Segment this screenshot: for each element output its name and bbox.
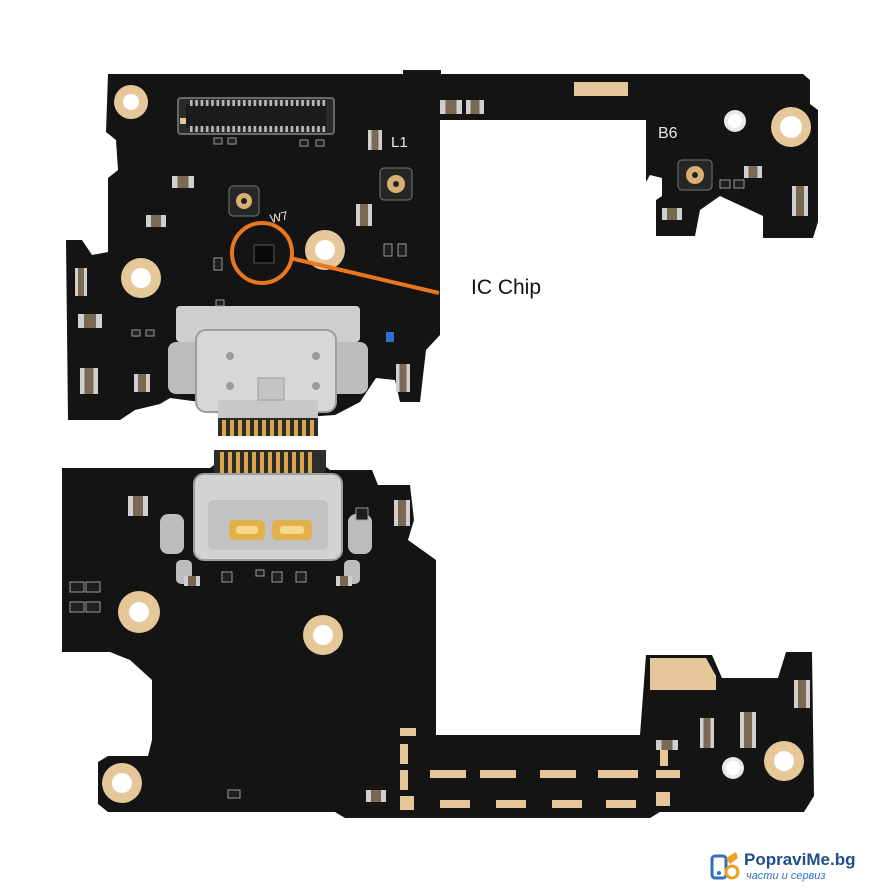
- trace-segment: [400, 744, 408, 764]
- callout-label-ic-chip: IC Chip: [471, 276, 542, 299]
- trace-segment: [656, 792, 670, 806]
- ic-chip: [253, 244, 275, 264]
- gold-pad: [650, 658, 716, 690]
- gold-pad: [574, 82, 628, 96]
- bottom-board: [62, 450, 814, 818]
- smd-resistor: [719, 179, 731, 189]
- smd-resistor: [227, 789, 241, 799]
- smd-resistor: [271, 571, 283, 583]
- antenna-socket: [228, 185, 260, 217]
- wrench-logo-icon: [710, 852, 740, 880]
- board-to-board-connector: [177, 97, 335, 135]
- smd-resistor: [221, 571, 233, 583]
- callout-ring: [230, 221, 294, 285]
- smd-resistor: [69, 581, 85, 593]
- smd-resistor: [85, 601, 101, 613]
- usb-c-port: [160, 450, 372, 584]
- trace-segment: [440, 800, 470, 808]
- watermark-tagline: части и сервиз: [746, 870, 826, 882]
- watermark-brand: PopraviMe.bg: [744, 850, 856, 869]
- smd-resistor: [315, 139, 325, 147]
- trace-segment: [400, 796, 414, 810]
- trace-segment: [552, 800, 582, 808]
- trace-segment: [598, 770, 638, 778]
- smd-component: [386, 332, 394, 342]
- smd-resistor: [131, 329, 141, 337]
- trace-segment: [430, 770, 466, 778]
- trace-segment: [400, 770, 408, 790]
- trace-segment: [606, 800, 636, 808]
- ic-chip-callout: [230, 221, 440, 295]
- smd-resistor: [299, 139, 309, 147]
- silk-label-b6: B6: [658, 125, 678, 142]
- trace-segment: [480, 770, 516, 778]
- smd-resistor: [85, 581, 101, 593]
- trace-segment: [656, 770, 680, 778]
- silk-label-l1: L1: [391, 134, 408, 151]
- smd-resistor: [355, 507, 369, 521]
- smd-resistor: [145, 329, 155, 337]
- smd-resistor: [213, 257, 223, 271]
- trace-segment: [400, 728, 416, 736]
- smd-resistor: [213, 137, 223, 145]
- antenna-socket: [379, 167, 413, 201]
- trace-segment: [496, 800, 526, 808]
- smd-resistor: [383, 243, 393, 257]
- trace-segment: [660, 748, 668, 766]
- smd-pad: [180, 118, 186, 124]
- trace-segment: [540, 770, 576, 778]
- callout-leader: [289, 256, 440, 295]
- smd-resistor: [733, 179, 745, 189]
- smd-resistor: [69, 601, 85, 613]
- smd-resistor: [397, 243, 407, 257]
- smd-resistor: [227, 137, 237, 145]
- smd-resistor: [215, 299, 225, 307]
- usb-c-port: [168, 306, 368, 436]
- top-board: L1 B6 W7: [66, 70, 818, 436]
- smd-resistor: [255, 569, 265, 577]
- silk-label-w7: W7: [269, 208, 290, 226]
- antenna-socket: [677, 159, 713, 191]
- watermark: PopraviMe.bg части и сервиз: [708, 848, 888, 888]
- smd-resistor: [295, 571, 307, 583]
